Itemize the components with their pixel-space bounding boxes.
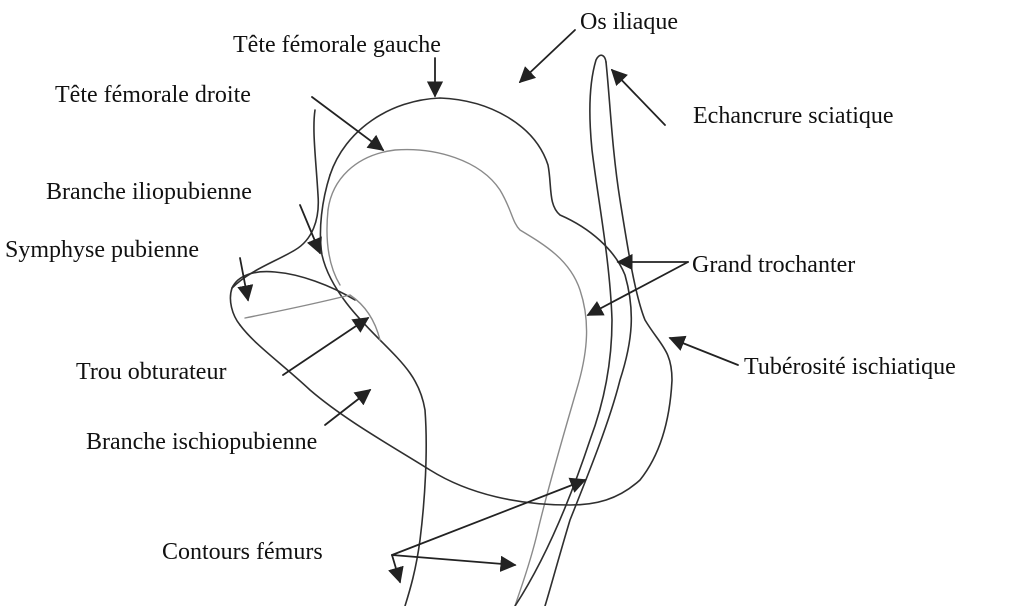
arrow-contours-femurs-3	[392, 555, 400, 582]
label-branche-ischiopubienne: Branche ischiopubienne	[86, 430, 317, 454]
obturator-foramen-contour	[245, 295, 380, 340]
arrow-symphyse-pubienne	[240, 258, 248, 300]
arrow-tuberosite-ischiatique	[670, 338, 738, 365]
label-grand-trochanter: Grand trochanter	[692, 253, 855, 277]
label-tete-femorale-gauche: Tête fémorale gauche	[233, 33, 441, 57]
arrow-contours-femurs-2	[392, 555, 515, 565]
arrow-grand-trochanter-2	[588, 262, 688, 315]
left-femoral-head-contour	[330, 98, 631, 606]
label-echancrure-sciatique: Echancrure sciatique	[693, 104, 894, 128]
iliac-bone-contour	[515, 55, 612, 606]
label-contours-femurs: Contours fémurs	[162, 540, 323, 564]
left-femur-shaft-contour	[320, 175, 426, 606]
arrow-contours-femurs-1	[392, 480, 585, 555]
arrow-trou-obturateur	[283, 318, 368, 375]
label-tuberosite-ischiatique: Tubérosité ischiatique	[744, 355, 956, 379]
label-os-iliaque: Os iliaque	[580, 10, 678, 34]
right-femoral-head-contour	[328, 150, 587, 606]
arrow-echancrure-sciatique	[612, 70, 665, 125]
label-symphyse-pubienne: Symphyse pubienne	[5, 238, 199, 262]
label-trou-obturateur: Trou obturateur	[76, 360, 226, 384]
label-branche-iliopubienne: Branche iliopubienne	[46, 180, 252, 204]
arrow-os-iliaque	[520, 30, 575, 82]
label-tete-femorale-droite: Tête fémorale droite	[55, 83, 251, 107]
